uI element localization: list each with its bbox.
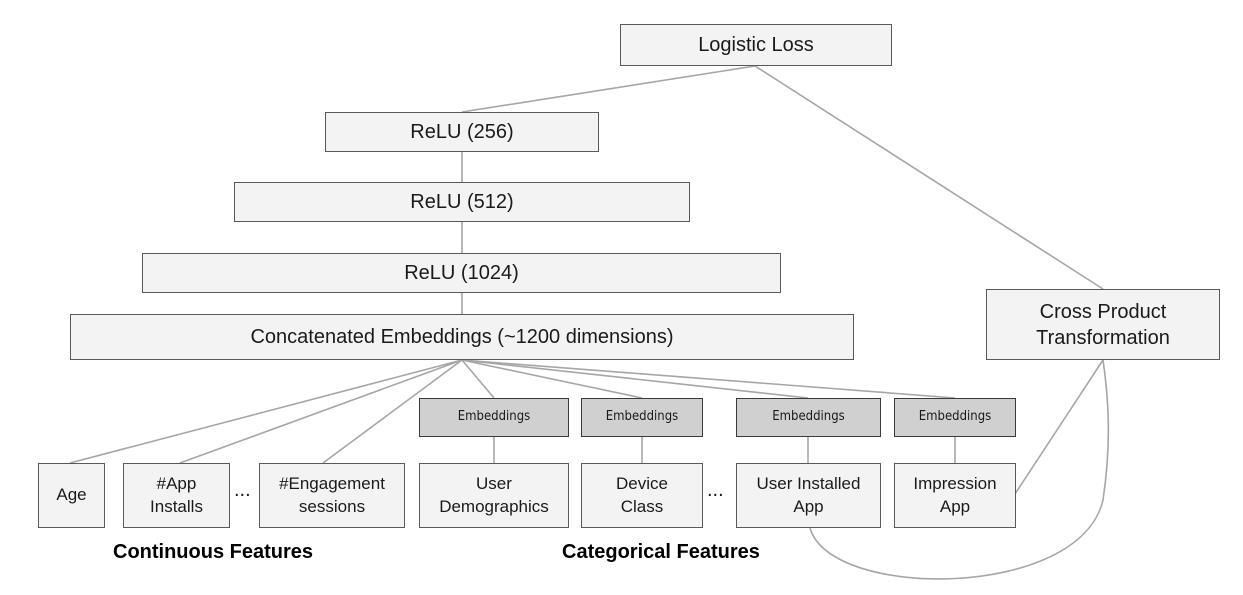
feature-app-installs: #App Installs bbox=[123, 463, 230, 528]
edge-emb3-to-concat bbox=[461, 359, 809, 399]
categorical-features-label: Categorical Features bbox=[562, 541, 760, 563]
edge-emb2-to-concat bbox=[461, 359, 643, 399]
embeddings-box-impression: Embeddings bbox=[894, 398, 1016, 437]
relu-256-label: ReLU (256) bbox=[410, 121, 514, 143]
cross-product-label: Cross Product Transformation bbox=[1036, 300, 1170, 349]
feature-user-demographics-label: User Demographics bbox=[439, 474, 549, 516]
feature-engagement-sessions: #Engagement sessions bbox=[259, 463, 405, 528]
relu-512-label: ReLU (512) bbox=[410, 191, 514, 213]
embeddings-label: Embeddings bbox=[918, 409, 992, 425]
embeddings-label: Embeddings bbox=[772, 409, 845, 425]
concatenated-embeddings-box: Concatenated Embeddings (~1200 dimension… bbox=[70, 314, 854, 360]
edge-installed-to-cross bbox=[809, 359, 1110, 580]
embeddings-label: Embeddings bbox=[605, 409, 679, 425]
relu-512-box: ReLU (512) bbox=[234, 182, 690, 222]
edge-relu256-to-loss bbox=[461, 65, 756, 113]
feature-impression-app: Impression App bbox=[894, 463, 1016, 528]
feature-age-label: Age bbox=[56, 485, 87, 505]
feature-engagement-sessions-label: #Engagement sessions bbox=[279, 474, 385, 516]
relu-256-box: ReLU (256) bbox=[325, 112, 599, 152]
logistic-loss-box: Logistic Loss bbox=[620, 24, 892, 66]
relu-1024-label: ReLU (1024) bbox=[404, 262, 519, 284]
embeddings-box-installed: Embeddings bbox=[736, 398, 881, 437]
edge-engagement-to-concat bbox=[322, 359, 463, 464]
feature-app-installs-label: #App Installs bbox=[150, 474, 203, 516]
concatenated-embeddings-label: Concatenated Embeddings (~1200 dimension… bbox=[250, 326, 674, 348]
embeddings-box-device: Embeddings bbox=[581, 398, 703, 437]
embeddings-label: Embeddings bbox=[457, 409, 531, 425]
edge-emb4-to-concat bbox=[461, 359, 956, 399]
feature-user-installed-app-label: User Installed App bbox=[756, 474, 861, 516]
feature-user-demographics: User Demographics bbox=[419, 463, 569, 528]
cross-product-box: Cross Product Transformation bbox=[986, 289, 1220, 360]
edge-cross-to-loss bbox=[754, 65, 1104, 290]
categorical-ellipsis: ... bbox=[707, 479, 724, 501]
logistic-loss-label: Logistic Loss bbox=[698, 34, 814, 56]
edge-impression-to-cross bbox=[1014, 359, 1104, 495]
edge-installs-to-concat bbox=[179, 359, 463, 464]
feature-user-installed-app: User Installed App bbox=[736, 463, 881, 528]
edge-age-to-concat bbox=[69, 359, 463, 464]
embeddings-box-demographics: Embeddings bbox=[419, 398, 569, 437]
feature-impression-app-label: Impression App bbox=[913, 474, 997, 516]
feature-device-class-label: Device Class bbox=[616, 474, 668, 516]
feature-device-class: Device Class bbox=[581, 463, 703, 528]
continuous-ellipsis: ... bbox=[234, 479, 251, 501]
relu-1024-box: ReLU (1024) bbox=[142, 253, 781, 293]
edge-emb1-to-concat bbox=[461, 359, 495, 399]
continuous-features-label: Continuous Features bbox=[113, 541, 314, 563]
feature-age: Age bbox=[38, 463, 105, 528]
